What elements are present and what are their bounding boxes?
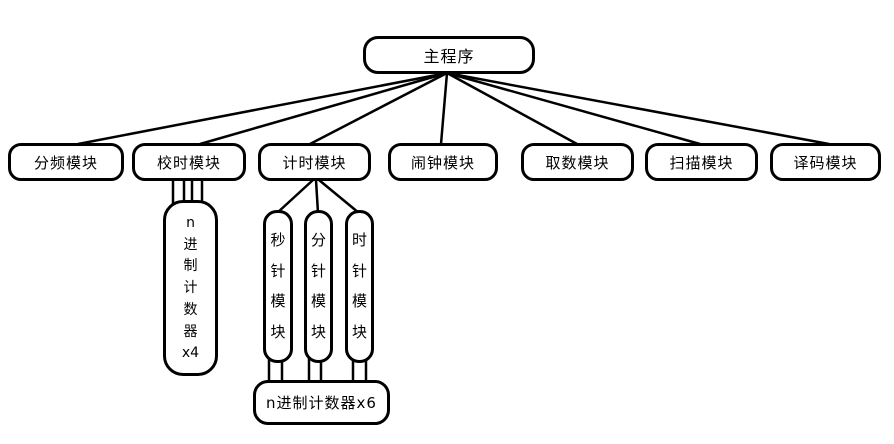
counter-x4-line: 器 xyxy=(183,323,198,340)
second-hand-char: 针 xyxy=(270,261,286,280)
hour-hand-char: 模 xyxy=(351,292,367,311)
hour-hand-char: 块 xyxy=(351,322,367,341)
node-second-hand-module: 秒 针 模 块 xyxy=(263,210,293,363)
edge-main-to-timing xyxy=(309,71,448,146)
edge-main-to-frequency-division xyxy=(77,71,448,146)
minute-hand-char: 分 xyxy=(310,231,326,250)
edge-timing-to-minute-hand xyxy=(314,179,320,214)
node-counter-x4: n 进 制 计 数 器 x4 xyxy=(163,200,218,376)
minute-hand-char: 针 xyxy=(310,261,326,280)
edge-timing-to-hour-hand xyxy=(318,179,360,214)
node-scan-module: 扫描模块 xyxy=(645,143,758,181)
node-decode-module: 译码模块 xyxy=(770,143,881,181)
node-fetch-number-module: 取数模块 xyxy=(521,143,634,181)
edge-main-to-scan xyxy=(446,71,701,146)
node-hour-hand-module: 时 针 模 块 xyxy=(345,210,374,363)
counter-x4-line: 计 xyxy=(183,280,198,296)
node-frequency-division-module: 分频模块 xyxy=(8,143,124,181)
counter-x4-line: n xyxy=(186,214,195,231)
minute-hand-char: 模 xyxy=(310,292,326,311)
edge-main-to-decode xyxy=(446,71,830,146)
second-hand-char: 秒 xyxy=(270,231,286,250)
edge-main-to-fetch-number xyxy=(446,71,578,146)
hour-hand-char: 针 xyxy=(351,261,367,280)
second-hand-char: 模 xyxy=(270,292,286,311)
counter-x4-line: 制 xyxy=(183,258,198,275)
node-timing-module: 计时模块 xyxy=(258,143,371,181)
node-main-program: 主程序 xyxy=(363,36,535,74)
counter-x4-line: 数 xyxy=(183,301,198,318)
second-hand-char: 块 xyxy=(270,322,286,341)
node-time-adjust-module: 校时模块 xyxy=(132,143,246,181)
minute-hand-char: 块 xyxy=(310,322,326,341)
hour-hand-char: 时 xyxy=(351,231,367,250)
node-minute-hand-module: 分 针 模 块 xyxy=(304,210,333,363)
edge-timing-to-second-hand xyxy=(276,179,314,214)
edge-main-to-alarm xyxy=(439,72,449,145)
node-alarm-module: 闹钟模块 xyxy=(388,143,498,181)
counter-x4-line: x4 xyxy=(181,345,200,362)
node-counter-x6: n进制计数器x6 xyxy=(253,380,390,425)
edge-main-to-time-adjust xyxy=(199,71,448,146)
counter-x4-line: 进 xyxy=(183,236,198,253)
